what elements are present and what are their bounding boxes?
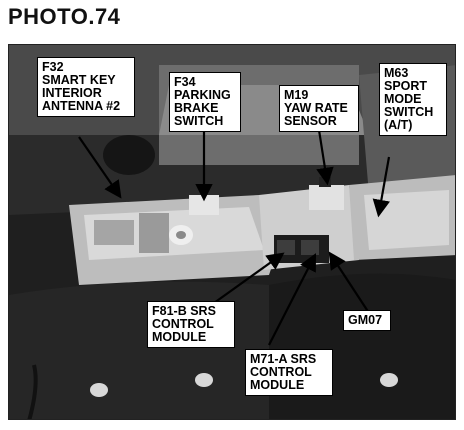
callout-m63-sport-mode-switch: M63 SPORT MODE SWITCH (A/T) <box>379 63 447 136</box>
callout-m19-yaw-rate-sensor: M19 YAW RATE SENSOR <box>279 85 359 132</box>
callout-f81-srs-control-module: F81-B SRS CONTROL MODULE <box>147 301 235 348</box>
photo-title: PHOTO.74 <box>8 4 121 29</box>
callout-f32-smart-key-antenna: F32 SMART KEY INTERIOR ANTENNA #2 <box>37 57 135 117</box>
vehicle-photo: F32 SMART KEY INTERIOR ANTENNA #2 F34 PA… <box>8 44 456 420</box>
callout-gm07: GM07 <box>343 310 391 331</box>
callout-f34-parking-brake-switch: F34 PARKING BRAKE SWITCH <box>169 72 241 132</box>
callout-m71-srs-control-module: M71-A SRS CONTROL MODULE <box>245 349 333 396</box>
